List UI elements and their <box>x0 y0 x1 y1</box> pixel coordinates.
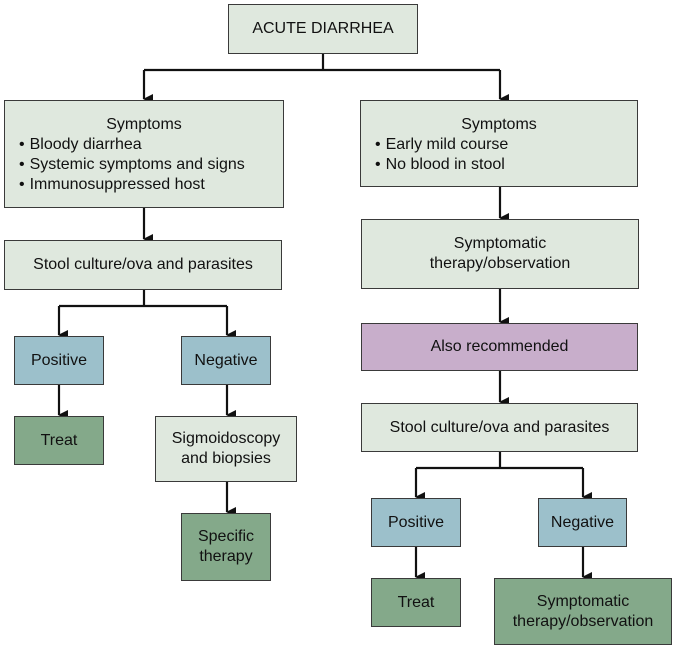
right-treat-label: Treat <box>397 593 435 611</box>
right-stool-culture-label: Stool culture/ova and parasites <box>389 418 610 436</box>
left-symptoms-box: Symptoms Bloody diarrhea Systemic sympto… <box>4 100 284 208</box>
right-symptoms-box: Symptoms Early mild course No blood in s… <box>360 100 638 187</box>
specific-therapy-line: therapy <box>199 548 253 565</box>
specific-therapy-line: Specific <box>197 528 255 545</box>
left-treat-label: Treat <box>40 431 78 449</box>
right-symptomatic-line: Symptomatic <box>453 235 547 252</box>
sigmoidoscopy-line: Sigmoidoscopy <box>171 430 281 447</box>
left-symptom-item: Bloody diarrhea <box>19 135 142 155</box>
right-symptoms-heading: Symptoms <box>461 116 537 133</box>
right-positive-box: Positive <box>371 498 461 547</box>
right-stool-split <box>416 452 583 470</box>
left-stool-culture-label: Stool culture/ova and parasites <box>33 256 253 273</box>
right-positive-label: Positive <box>387 513 445 531</box>
left-negative-label: Negative <box>194 351 258 369</box>
also-recommended-box: Also recommended <box>361 323 638 371</box>
left-treat-box: Treat <box>14 416 104 465</box>
right-final-symptomatic-line: Symptomatic <box>536 592 630 610</box>
left-stool-culture-box: Stool culture/ova and parasites <box>4 240 282 290</box>
right-final-symptomatic-box: Symptomatic therapy/observation <box>494 578 672 645</box>
right-symptomatic-therapy-box: Symptomatic therapy/observation <box>361 219 639 289</box>
root-label: ACUTE DIARRHEA <box>252 20 394 37</box>
sigmoidoscopy-box: Sigmoidoscopy and biopsies <box>155 416 297 482</box>
specific-therapy-box: Specific therapy <box>181 513 271 581</box>
left-symptom-item: Systemic symptoms and signs <box>19 155 245 175</box>
left-symptoms-heading: Symptoms <box>106 116 182 133</box>
left-positive-label: Positive <box>30 351 88 369</box>
sigmoidoscopy-line: and biopsies <box>181 450 271 467</box>
right-treat-box: Treat <box>371 578 461 627</box>
left-positive-box: Positive <box>14 336 104 385</box>
root-node-acute-diarrhea: ACUTE DIARRHEA <box>228 4 418 54</box>
right-final-symptomatic-line: therapy/observation <box>512 612 654 630</box>
right-negative-box: Negative <box>538 498 627 547</box>
right-symptomatic-line: therapy/observation <box>429 255 571 272</box>
root-connector <box>144 54 500 72</box>
left-symptom-item: Immunosuppressed host <box>19 175 205 195</box>
left-negative-box: Negative <box>181 336 271 385</box>
right-symptom-item: Early mild course <box>375 135 509 155</box>
left-stool-split <box>59 290 227 308</box>
also-recommended-label: Also recommended <box>430 338 569 355</box>
right-stool-culture-box: Stool culture/ova and parasites <box>361 403 638 452</box>
right-symptom-item: No blood in stool <box>375 155 505 175</box>
right-negative-label: Negative <box>550 513 615 531</box>
